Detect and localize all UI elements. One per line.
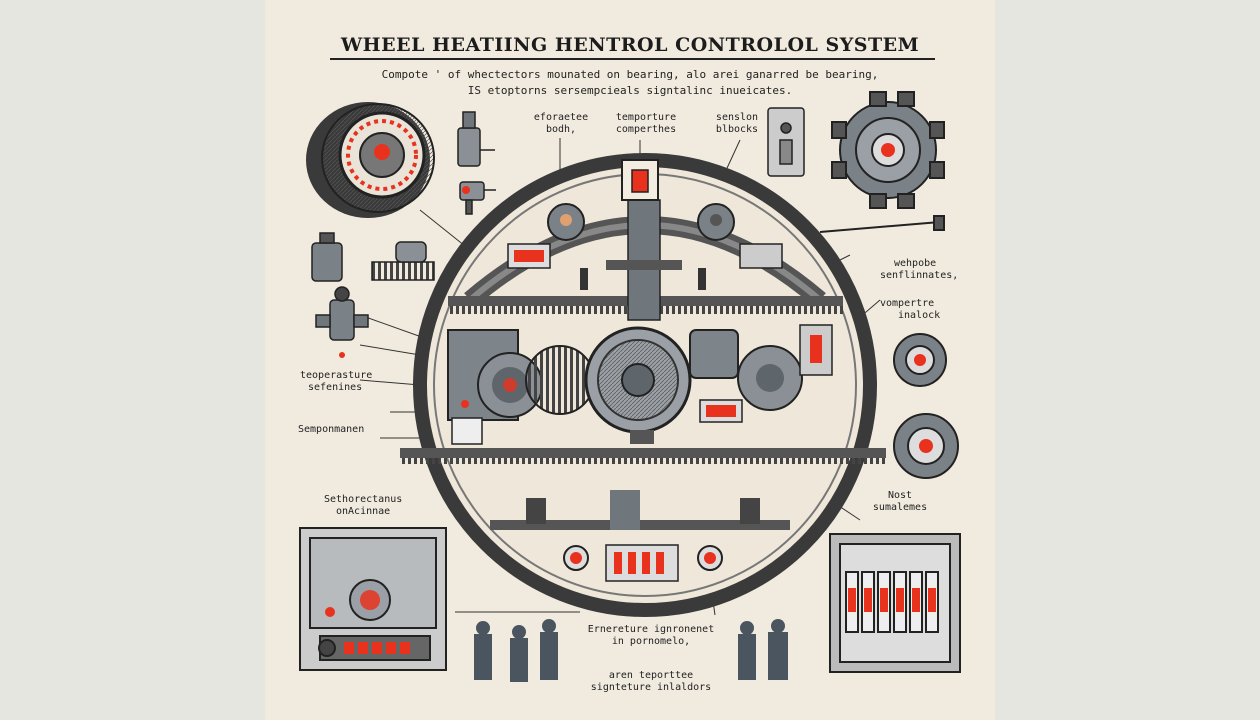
- right-margin: [995, 0, 1260, 720]
- diagram-title: WHEEL HEATIING HENTROL CONTROLOL SYSTEM: [340, 34, 920, 56]
- bearing-sensor-ring: [831, 91, 945, 209]
- heated-wheel-drum: [306, 102, 435, 218]
- left-margin: [0, 0, 265, 720]
- sensor-pod: [311, 232, 435, 282]
- valve-assembly: [457, 111, 496, 215]
- subtitle-line-1: Compote ' of whectectors mounated on bea…: [381, 68, 879, 81]
- subtitle-line-2: IS etoptorns sersempcieals signtalinc in…: [467, 84, 793, 97]
- control-switch-box: [767, 107, 805, 177]
- operator-figures: [474, 619, 788, 682]
- control-panel-left: [299, 527, 447, 671]
- central-housing: [400, 153, 886, 617]
- relay-cabinet-right: [829, 533, 961, 673]
- probe-rod: [819, 215, 945, 233]
- temperature-gauge-lower: [893, 413, 959, 479]
- title-underline: [330, 58, 935, 60]
- actuator-figure: [315, 286, 369, 358]
- temperature-gauge-upper: [893, 333, 947, 387]
- label-left-2: Semponmanen: [298, 424, 365, 435]
